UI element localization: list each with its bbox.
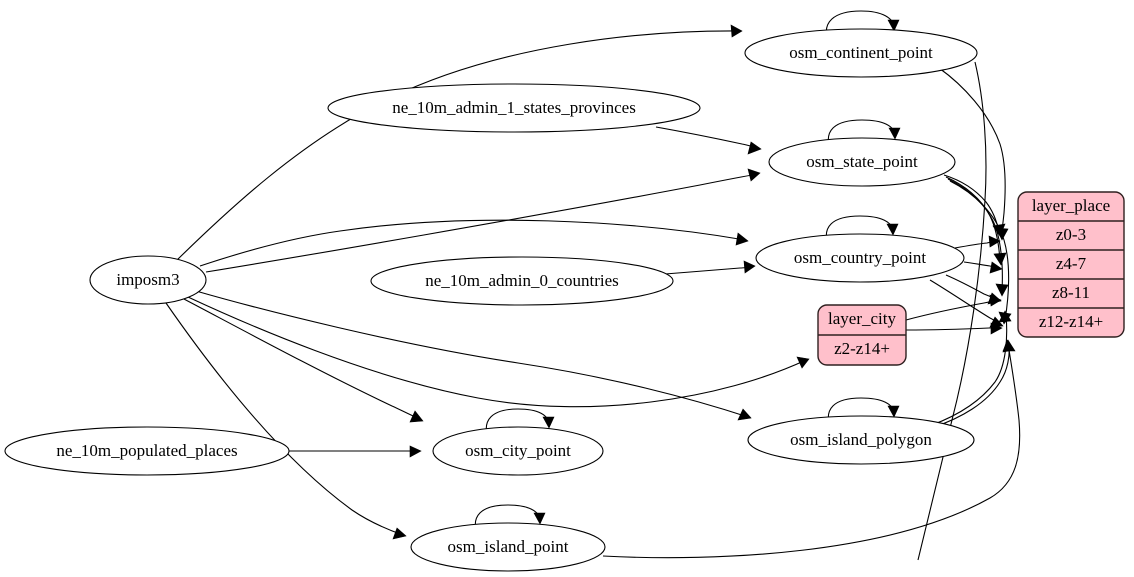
node-osm-city-point-label: osm_city_point (465, 441, 571, 460)
edge-layer-city-to-layer-place-z8-11 (905, 294, 1002, 321)
edge-self-loop-osm-city-point (485, 408, 555, 439)
edge-imposm3-to-osm-city-point (181, 297, 424, 423)
record-row-layer-place-z12-z14[interactable]: z12-z14+ (1039, 312, 1103, 331)
node-osm-island-polygon-label: osm_island_polygon (790, 430, 932, 449)
node-ne-countries-label: ne_10m_admin_0_countries (425, 271, 619, 290)
edge-imposm3-to-osm-country-point (199, 219, 749, 267)
node-layer: imposm3 ne_10m_admin_1_states_provinces … (4, 28, 978, 572)
edge-self-loop-osm-continent-point (825, 10, 900, 41)
edge-imposm3-to-osm-island-polygon (195, 290, 752, 421)
node-osm-state-point[interactable]: osm_state_point (768, 137, 956, 187)
record-row-layer-city-z2-z14[interactable]: z2-z14+ (834, 339, 890, 358)
node-ne-states-label: ne_10m_admin_1_states_provinces (392, 98, 636, 117)
edge-osm-island-polygon-to-layer-place-z12-z14 (933, 339, 1016, 428)
node-ne-10m-admin-0-countries[interactable]: ne_10m_admin_0_countries (370, 256, 674, 306)
node-osm-country-point-label: osm_country_point (794, 248, 926, 267)
node-osm-city-point[interactable]: osm_city_point (432, 426, 604, 476)
record-row-layer-place-z4-7[interactable]: z4-7 (1056, 254, 1087, 273)
node-osm-continent-point[interactable]: osm_continent_point (744, 28, 978, 78)
edge-osm-country-point-to-layer-place-z4-7 (963, 261, 1003, 274)
node-osm-island-polygon[interactable]: osm_island_polygon (747, 415, 975, 465)
edge-imposm3-to-osm-state-point (205, 168, 761, 273)
edge-imposm3-to-layer-city (187, 296, 810, 408)
record-row-layer-place-title: layer_place (1032, 196, 1110, 215)
record-node-layer-place[interactable]: layer_place z0-3 z4-7 z8-11 z12-z14+ (1017, 191, 1125, 338)
edge-self-loop-osm-island-point (474, 504, 546, 535)
edge-osm-state-point-to-layer-place-z8-11 (947, 178, 1009, 297)
record-node-layer-city[interactable]: layer_city z2-z14+ (817, 304, 907, 366)
edge-osm-country-point-to-layer-place-z0-3 (954, 235, 1001, 249)
node-osm-continent-point-label: osm_continent_point (789, 43, 933, 62)
edge-ne-countries-to-osm-country-point (664, 260, 756, 275)
edge-layer-city-to-layer-place-z12-z14 (905, 322, 1003, 335)
edge-imposm3-to-osm-island-point (165, 302, 407, 540)
edge-self-loop-osm-state-point (827, 119, 901, 150)
node-imposm3-label: imposm3 (116, 270, 179, 289)
record-node-layer: layer_place z0-3 z4-7 z8-11 z12-z14+ lay… (817, 191, 1125, 366)
node-imposm3[interactable]: imposm3 (89, 255, 207, 305)
node-ne-populated-label: ne_10m_populated_places (56, 441, 237, 460)
edge-self-loop-osm-country-point (825, 215, 899, 246)
node-osm-state-point-label: osm_state_point (806, 152, 918, 171)
node-osm-island-point-label: osm_island_point (448, 537, 569, 556)
edge-osm-island-point-to-layer-place-z12-z14 (602, 339, 1021, 559)
record-row-layer-city-title: layer_city (828, 309, 896, 328)
edge-self-loop-osm-island-polygon (827, 397, 900, 428)
edge-continent-overflow-line (917, 61, 987, 561)
edge-imposm3-to-osm-continent-point (175, 24, 743, 262)
record-row-layer-place-z0-3[interactable]: z0-3 (1056, 225, 1086, 244)
node-osm-island-point[interactable]: osm_island_point (410, 522, 606, 572)
node-ne-10m-admin-1-states-provinces[interactable]: ne_10m_admin_1_states_provinces (327, 83, 701, 133)
edge-layer (165, 10, 1021, 561)
edge-ne-states-to-osm-state-point (655, 126, 762, 155)
edge-ne-populated-to-osm-city-point (289, 445, 422, 458)
node-osm-country-point[interactable]: osm_country_point (755, 233, 965, 283)
record-row-layer-place-z8-11[interactable]: z8-11 (1052, 283, 1090, 302)
node-ne-10m-populated-places[interactable]: ne_10m_populated_places (4, 426, 290, 476)
